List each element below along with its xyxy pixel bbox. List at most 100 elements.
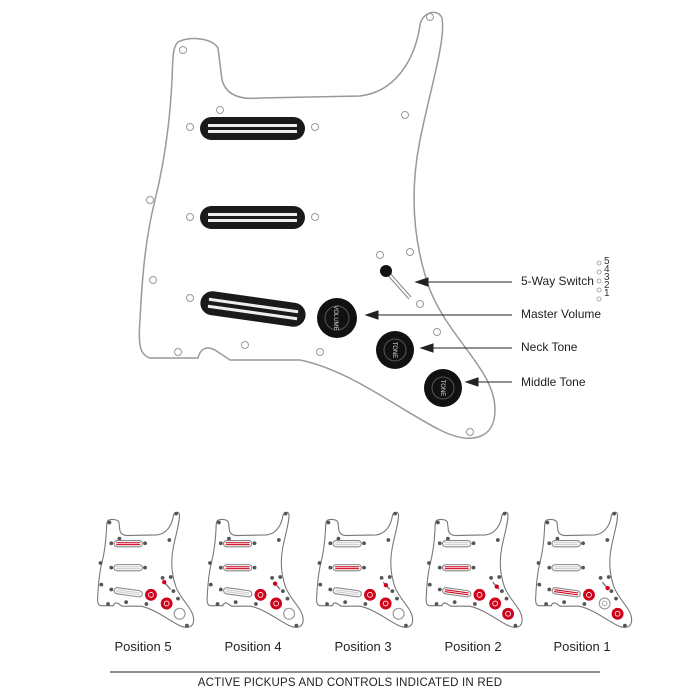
switch-lever (380, 265, 412, 300)
screw (227, 536, 231, 541)
screw (436, 520, 440, 525)
position-label: Position 3 (334, 639, 392, 654)
volume-knob-center (257, 592, 264, 598)
callout-arrows (364, 277, 512, 387)
screw (404, 623, 408, 628)
label-master-volume: Master Volume (521, 307, 602, 321)
screw (489, 575, 493, 580)
screw (434, 602, 439, 606)
main-pickguard: VOLUME TONE TONE (138, 11, 496, 439)
switch-pos: 1 (604, 288, 610, 299)
neck-pickup (332, 540, 362, 548)
screw (270, 575, 274, 580)
volume-knob-text: VOLUME (332, 305, 338, 330)
screw (437, 565, 442, 570)
jack (173, 607, 186, 620)
screw (208, 582, 213, 587)
screw (285, 596, 290, 601)
screw (471, 541, 476, 546)
screw (281, 589, 285, 593)
screw (208, 561, 212, 565)
screw (390, 589, 395, 593)
screw (537, 582, 542, 587)
neck-tone-knob-center (382, 600, 389, 607)
screw (562, 600, 567, 605)
screw (318, 582, 323, 587)
volume-knob-center (586, 592, 592, 598)
thumbnail-position-2 (425, 511, 523, 628)
screw (606, 575, 611, 579)
volume-knob-active (583, 588, 595, 601)
middle-pickup (551, 564, 581, 572)
middle-tone-knob-active (502, 607, 515, 620)
middle-tone-knob-center (505, 610, 511, 617)
neck-tone-knob-text: TONE (391, 342, 397, 359)
screw (171, 589, 176, 593)
middle-pickup (113, 564, 143, 572)
switch-pos: 2 (604, 280, 610, 291)
neck-tone-knob-center (273, 600, 279, 607)
position-thumbnails (97, 511, 633, 628)
screw (437, 587, 442, 592)
middle-pickup-active (222, 564, 253, 572)
thumbnail-position-1 (535, 511, 633, 628)
screw (395, 596, 399, 601)
switch-pos: 3 (604, 272, 610, 283)
screw (437, 541, 442, 546)
screw (109, 587, 114, 592)
switch-position-numbers: 5 4 3 2 1 (604, 256, 610, 299)
screw (294, 623, 299, 628)
switch-ball (272, 581, 278, 586)
screw (328, 587, 333, 592)
screw (109, 541, 114, 546)
volume-knob-active (364, 588, 376, 601)
screw (99, 582, 104, 587)
screw (107, 520, 112, 525)
position-label: Position 1 (553, 639, 611, 654)
screw (325, 602, 329, 606)
screw (252, 541, 257, 546)
screw (386, 538, 391, 542)
screw (254, 602, 258, 606)
screw (278, 575, 283, 579)
label-5-way-switch: 5-Way Switch (521, 274, 594, 288)
screw (176, 596, 180, 601)
volume-knob-active (473, 588, 486, 601)
screw (328, 541, 333, 546)
screw (598, 575, 603, 580)
bridge-pickup-active (442, 587, 472, 598)
screw (144, 602, 149, 606)
screw (160, 575, 165, 580)
jack (283, 607, 296, 620)
screw (317, 561, 322, 565)
screw (387, 575, 392, 579)
volume-knob-center (476, 592, 483, 598)
screw (143, 565, 147, 570)
switch-pos: 4 (604, 264, 610, 275)
screw (233, 600, 238, 605)
neck-tone-knob: TONE (376, 331, 414, 369)
screw (427, 561, 431, 565)
neck-tone-knob-center (492, 600, 498, 607)
screw (109, 565, 114, 570)
screw (452, 600, 457, 605)
screw (98, 561, 103, 565)
screw (362, 541, 366, 546)
middle-pickup-active (441, 564, 472, 572)
screw (363, 602, 368, 606)
switch-pos: 5 (604, 256, 610, 267)
screw (168, 575, 173, 579)
bridge-pickup (223, 587, 253, 598)
screw (544, 602, 548, 606)
switch-ball (605, 585, 610, 591)
screw (612, 511, 616, 516)
switch-ball (162, 580, 167, 585)
label-middle-tone: Middle Tone (521, 375, 586, 389)
switch-ball (383, 582, 389, 588)
screw (605, 538, 610, 542)
screw (536, 561, 541, 565)
screws (146, 13, 474, 436)
position-label: Position 2 (444, 639, 502, 654)
middle-pickup (200, 206, 305, 229)
